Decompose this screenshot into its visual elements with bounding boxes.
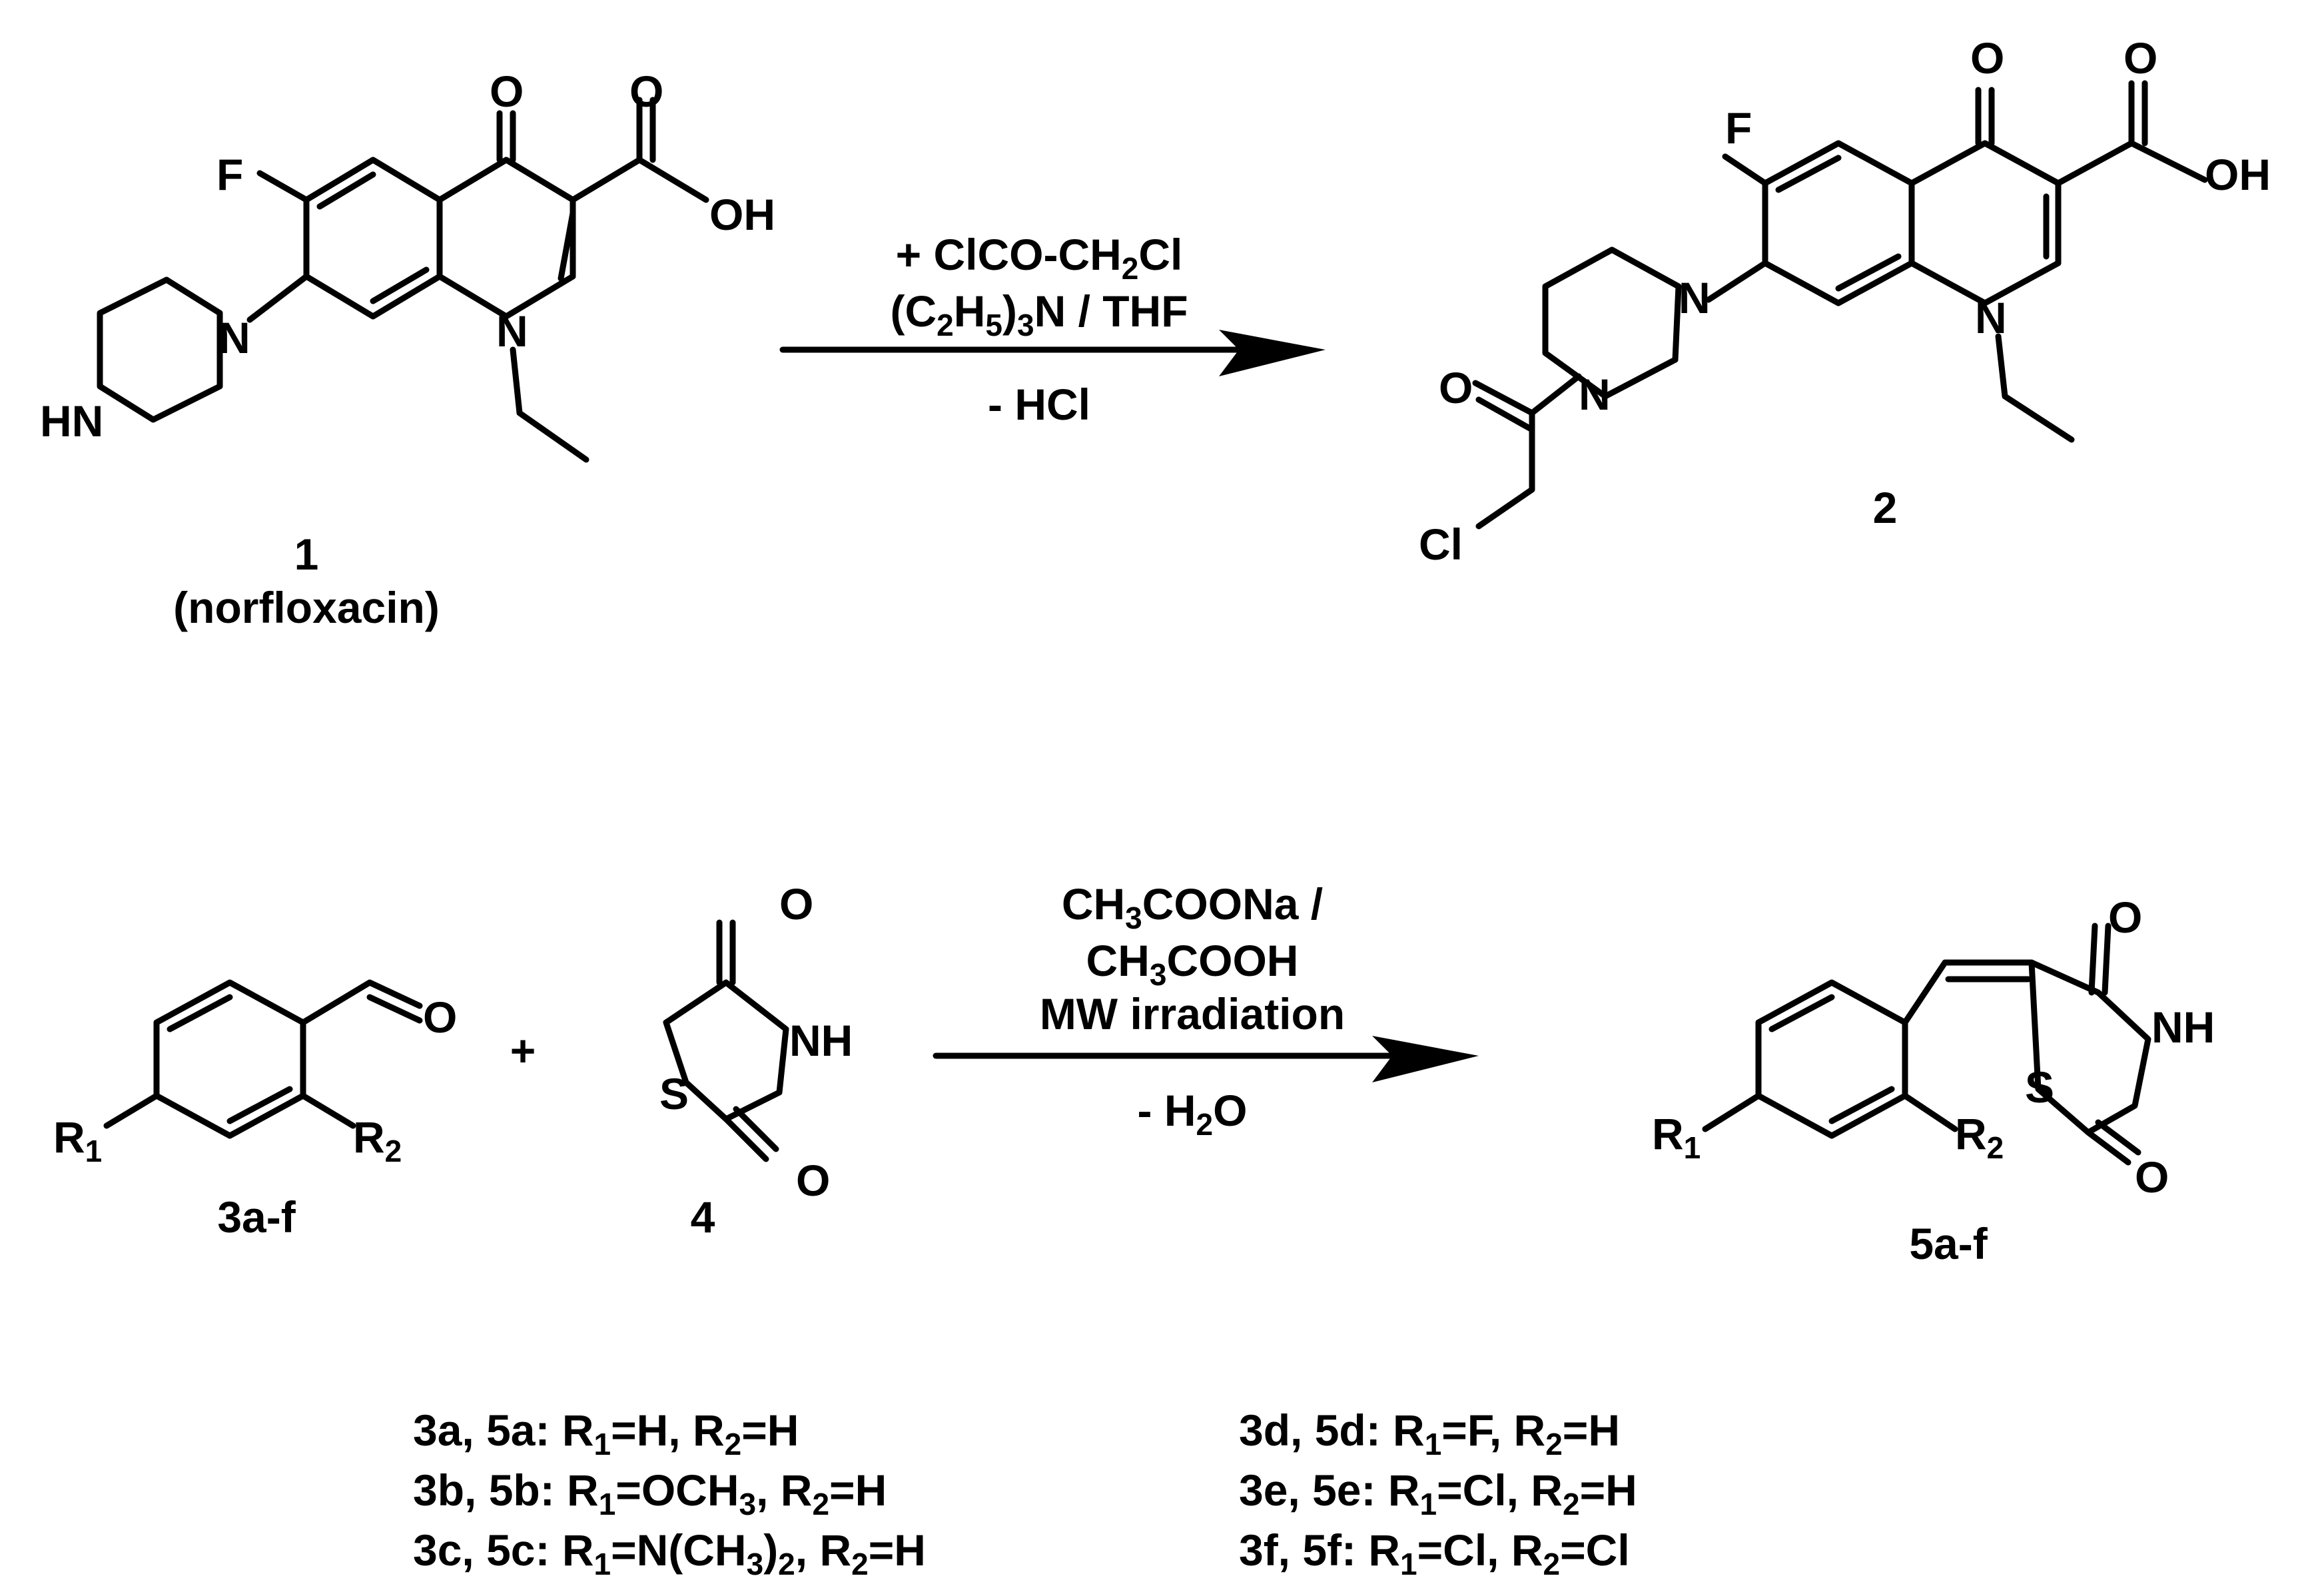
piperazine-nitrogen-2a: N [1679,273,1711,322]
reaction-1-reagent-line-1: + ClCO-CH2Cl [896,230,1183,286]
tzd-sulfur: S [659,1069,689,1118]
quinolone-nitrogen: N [496,306,528,356]
substituent-row: 3b, 5b: R1=OCH3, R2=H [413,1465,887,1521]
compound-5-label: 5a-f [1909,1219,1988,1268]
product-sulfur: S [2025,1062,2054,1112]
amine-nh: HN [40,396,103,446]
substituent-table-right: 3d, 5d: R1=F, R2=H 3e, 5e: R1=Cl, R2=H 3… [1239,1405,1637,1581]
substituent-row: 3e, 5e: R1=Cl, R2=H [1239,1465,1637,1521]
substituent-row: 3d, 5d: R1=F, R2=H [1239,1405,1620,1461]
fluorine-atom-2: F [1725,103,1752,153]
fluorine-atom: F [216,150,243,199]
reaction-2-byproduct: - H2O [1138,1086,1248,1142]
compound-2-structure [1472,80,2208,530]
product-oxygen-top: O [2108,893,2142,942]
reaction-2-line-2: CH3COOH [1086,936,1299,992]
compound-5-structure [1702,923,2151,1166]
reaction-1-reagent-line-2: (C2H5)3N / THF [890,286,1188,342]
reaction-1-byproduct: - HCl [988,380,1090,429]
piperazine-nitrogen-2b: N [1579,370,1611,419]
compound-2-number: 2 [1873,483,1898,532]
product-nh: NH [2151,1002,2215,1052]
hydroxyl-group: OH [709,190,775,239]
acid-oxygen-2: O [2123,33,2157,83]
chlorine-atom: Cl [1419,520,1463,569]
ketone-oxygen: O [490,67,524,116]
tzd-oxygen-top: O [779,879,813,929]
substituent-table-left: 3a, 5a: R1=H, R2=H 3b, 5b: R1=OCH3, R2=H… [413,1405,926,1581]
substituent-row: 3c, 5c: R1=N(CH3)2, R2=H [413,1525,926,1581]
reaction-2-line-1: CH3COONa / [1062,879,1323,935]
r2-group-5: R2 [1955,1109,2004,1165]
compound-3-label: 3a-f [217,1192,296,1242]
hydroxyl-group-2: OH [2205,150,2271,199]
r1-group-5: R1 [1652,1109,1701,1165]
reaction-arrow-2-head [1372,1036,1479,1082]
substituent-row: 3f, 5f: R1=Cl, R2=Cl [1239,1525,1630,1581]
reaction-arrow-1-head [1219,330,1326,376]
compound-3-structure [103,979,423,1139]
tzd-nh: NH [789,1016,853,1065]
reaction-2-line-3: MW irradiation [1040,989,1345,1038]
amide-oxygen: O [1439,363,1473,412]
compound-1-name: (norfloxacin) [173,583,440,632]
ketone-oxygen-2: O [1970,33,2004,83]
substituent-row: 3a, 5a: R1=H, R2=H [413,1405,799,1461]
compound-4-label: 4 [691,1192,715,1242]
product-oxygen-bottom: O [2135,1152,2169,1202]
piperazine-nitrogen: N [218,313,250,362]
aldehyde-oxygen: O [423,993,457,1042]
compound-4-structure [663,919,789,1162]
tzd-oxygen-bottom: O [796,1156,830,1205]
r2-group-3: R2 [353,1112,402,1168]
quinolone-nitrogen-2: N [1975,293,2007,342]
compound-1-structure [97,97,709,463]
acid-oxygen: O [629,67,663,116]
r1-group-3: R1 [53,1112,102,1168]
compound-1-number: 1 [294,530,319,579]
plus-sign: + [510,1026,536,1075]
